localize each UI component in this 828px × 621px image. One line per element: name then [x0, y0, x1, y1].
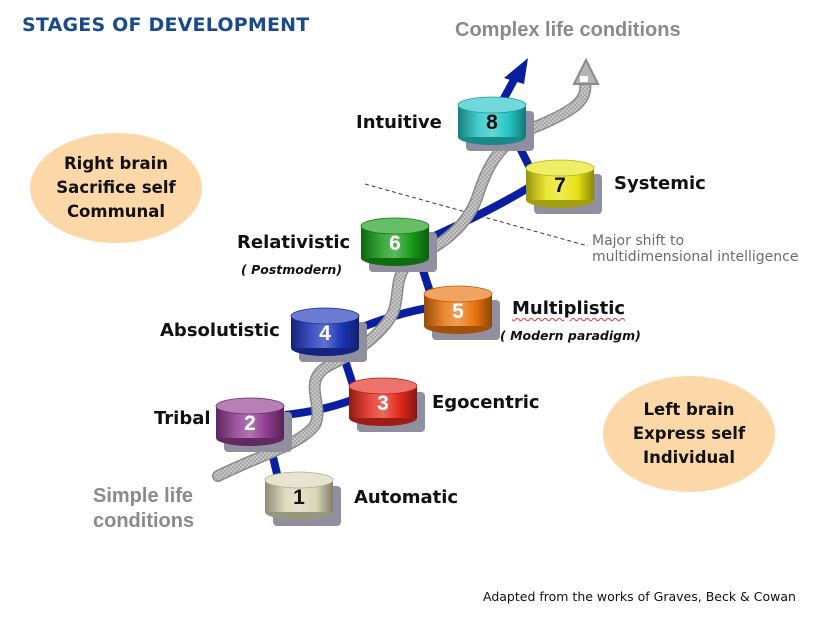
- oval-line: Sacrifice self: [56, 178, 176, 197]
- cylinder-top: [457, 96, 527, 114]
- stage-label-absolutistic: Absolutistic: [160, 320, 280, 341]
- stage-number: 7: [554, 174, 566, 197]
- stage-number: 8: [486, 111, 498, 134]
- complex-life-conditions-label: Complex life conditions: [455, 19, 681, 41]
- left-brain-oval: Left brain Express self Individual: [603, 376, 775, 492]
- shift-note-line2: multidimensional intelligence: [592, 249, 799, 265]
- stage-label-systemic: Systemic: [614, 173, 706, 194]
- simple-label-line2: conditions: [93, 510, 195, 532]
- stage-label-egocentric: Egocentric: [432, 392, 540, 413]
- attribution-credit: Adapted from the works of Graves, Beck &…: [483, 589, 796, 604]
- cylinder-top: [348, 377, 418, 395]
- stage-cylinder-7: 7: [525, 159, 602, 214]
- stage-cylinder-1: 1: [264, 471, 341, 526]
- cylinder-top: [290, 307, 360, 325]
- cylinder-top: [215, 397, 285, 415]
- oval-line: Express self: [632, 424, 746, 443]
- oval-line: Individual: [642, 448, 736, 467]
- major-shift-note: Major shift to multidimensional intellig…: [592, 233, 798, 265]
- blue-link-6-7: [428, 184, 531, 242]
- cylinder-top: [360, 217, 430, 235]
- oval-line: Left brain: [643, 400, 735, 419]
- stage-sub-multiplistic: ( Modern paradigm): [500, 328, 641, 343]
- stage-number: 4: [319, 322, 331, 345]
- right-brain-oval: Right brain Sacrifice self Communal: [30, 133, 202, 243]
- stage-number: 1: [293, 486, 305, 509]
- oval-line: Communal: [66, 202, 166, 221]
- stage-label-multiplistic: Multiplistic: [512, 298, 626, 319]
- oval-line: Right brain: [63, 154, 169, 173]
- stage-cylinder-6: 6: [360, 217, 437, 272]
- stage-cylinder-8: 8: [457, 96, 534, 151]
- stage-label-relativistic: Relativistic: [237, 232, 351, 253]
- simple-label-line1: Simple life: [93, 485, 194, 507]
- stage-label-automatic: Automatic: [354, 487, 459, 508]
- shift-note-line1: Major shift to: [592, 233, 685, 249]
- simple-life-conditions-label: Simple life conditions: [93, 484, 194, 534]
- cylinder-top: [264, 471, 334, 489]
- stage-number: 3: [377, 392, 389, 415]
- cylinder-top: [525, 159, 595, 177]
- stage-label-tribal: Tribal: [154, 408, 211, 429]
- stage-number: 5: [452, 300, 464, 323]
- stage-number: 6: [389, 232, 401, 255]
- stage-cylinder-3: 3: [348, 377, 425, 432]
- page-title: STAGES OF DEVELOPMENT: [22, 14, 310, 36]
- stage-cylinder-4: 4: [290, 307, 367, 362]
- stage-label-intuitive: Intuitive: [356, 112, 442, 133]
- cylinder-top: [423, 285, 493, 303]
- grey-arrow-notch: [580, 76, 588, 82]
- stage-number: 2: [244, 412, 256, 435]
- stage-cylinder-2: 2: [215, 397, 292, 452]
- stage-sub-relativistic: ( Postmodern): [241, 262, 343, 277]
- blue-arrow-head: [504, 58, 528, 84]
- stage-cylinder-5: 5: [423, 285, 500, 340]
